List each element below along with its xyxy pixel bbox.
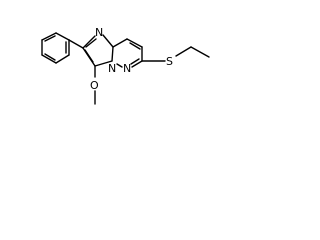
pyridazine-ring xyxy=(112,38,143,68)
imidazole-ring xyxy=(82,34,114,67)
sulfur-label: S xyxy=(166,55,173,68)
nitrogen-bridge-label: N xyxy=(108,62,116,75)
nitrogen-imidazole-label: N xyxy=(95,26,103,39)
oxygen-label: O xyxy=(90,79,99,92)
phenyl-ring xyxy=(41,32,70,64)
phenyl-imidazole-bond xyxy=(68,39,84,49)
molecule-diagram: N N N S O xyxy=(41,26,210,105)
nitrogen-pyridazine-label: N xyxy=(123,62,131,75)
ethylthio-group xyxy=(141,46,210,62)
